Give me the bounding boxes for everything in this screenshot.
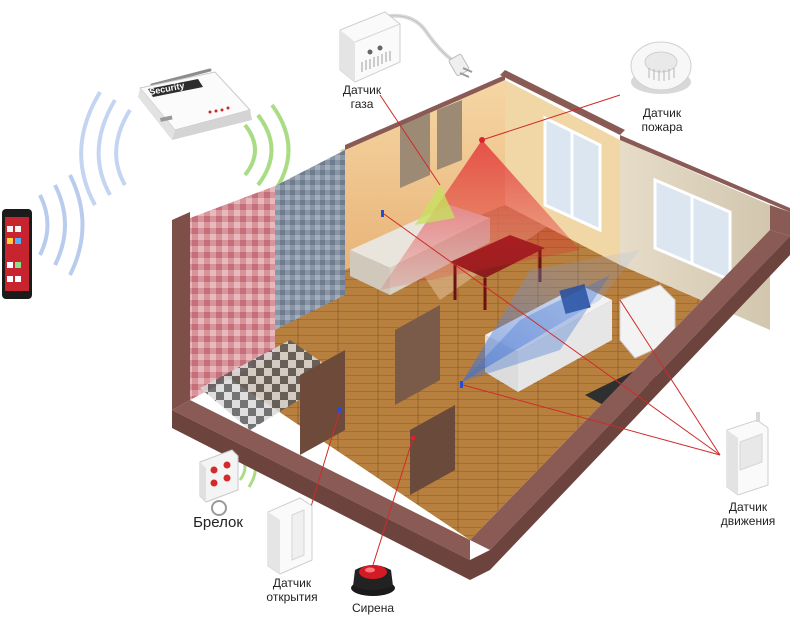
bathroom-blue-tile-wall [275,150,345,330]
phone-signal-waves [38,174,85,276]
siren-icon [351,565,395,596]
siren-label: Сирена [351,601,395,615]
gas-sensor-label-line1: Датчик [342,83,382,97]
fire-sensor-label-line2: пожара [641,120,683,134]
fire-sensor-label: Датчик пожара [638,106,686,134]
open-sensor-label: Датчик открытия [262,576,322,604]
door-sensor-icon [267,497,313,575]
motion-sensor-label: Датчик движения [720,500,776,528]
motion-sensor-marker-kitchen [381,210,384,217]
open-sensor-label-line2: открытия [266,590,318,604]
keyfob-icon [199,449,239,516]
fire-detection-cone [380,140,580,290]
fire-sensor-label-line1: Датчик [642,106,682,120]
motion-sensor-marker-living [460,381,463,388]
motion-sensor-label-line1: Датчик [728,500,768,514]
gas-sensor-label: Датчик газа [340,83,384,111]
gas-detection-cone [415,185,455,225]
gas-sensor-icon [339,11,473,83]
keyfob-label: Брелок [193,514,243,531]
motion-detection-cone [462,250,640,382]
smartphone-icon [2,209,32,299]
bathroom-pink-tile-wall [190,186,275,400]
smoke-sensor-icon [630,41,692,94]
motion-sensor-label-line2: движения [720,514,776,528]
hub-signal-waves-left [79,90,132,206]
gas-sensor-label-line2: газа [350,97,374,111]
motion-sensor-icon [726,412,769,496]
callout-lines [309,94,721,566]
open-sensor-label-line1: Датчик [272,576,312,590]
gsm-hub-icon: Security [138,68,252,140]
